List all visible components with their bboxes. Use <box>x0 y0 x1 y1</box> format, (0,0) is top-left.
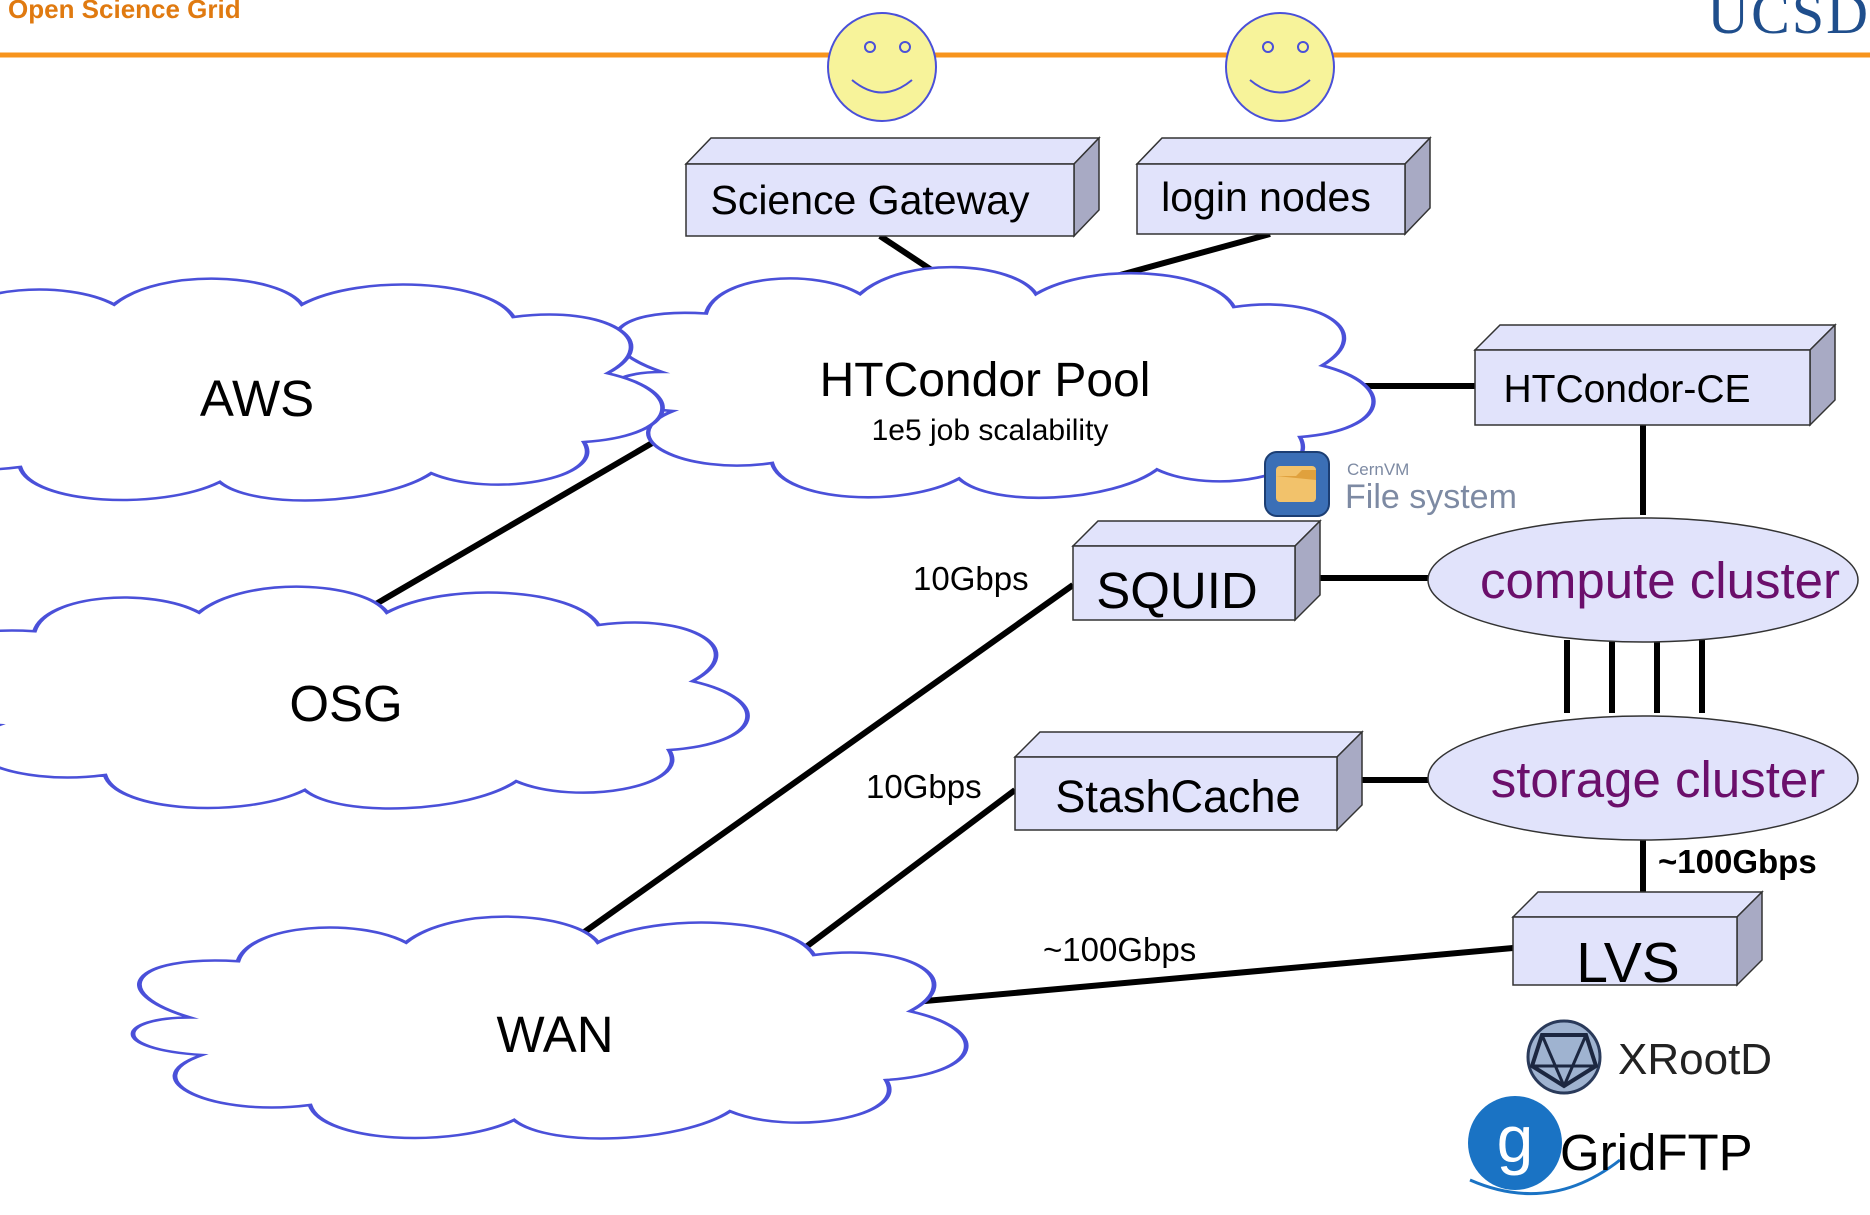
box-login-nodes: login nodes <box>1135 136 1432 236</box>
htcondor-ce-label: HTCondor-CE <box>1503 368 1750 411</box>
user-smiley-2 <box>1225 12 1335 122</box>
org-logo-text: Open Science Grid <box>8 0 241 24</box>
htcondor-pool-subtitle: 1e5 job scalability <box>872 414 1109 447</box>
compute-cluster: compute cluster <box>1427 517 1859 643</box>
bandwidth-storage-lvs: ~100Gbps <box>1658 843 1817 880</box>
htcondor-pool-title: HTCondor Pool <box>820 354 1151 407</box>
globus-g-icon <box>1468 1096 1562 1190</box>
box-lvs: LVS <box>1511 890 1764 995</box>
wan-label: WAN <box>496 1006 613 1063</box>
compute-cluster-label: compute cluster <box>1480 552 1840 609</box>
svg-text:g: g <box>1497 1102 1534 1176</box>
lvs-label: LVS <box>1576 931 1680 995</box>
xrootd-logo: XRootD <box>1526 1019 1772 1095</box>
cloud-htcondor-pool: HTCondor Pool 1e5 job scalability <box>610 267 1374 498</box>
link-squid-wan <box>550 582 1075 958</box>
box-squid: SQUID <box>1071 519 1322 622</box>
bandwidth-squid-wan: 10Gbps <box>913 560 1029 597</box>
xrootd-text: XRootD <box>1618 1035 1772 1084</box>
gridftp-logo: g GridFTP <box>1468 1096 1753 1196</box>
bandwidth-lvs-wan: ~100Gbps <box>1043 931 1196 968</box>
aws-label: AWS <box>200 370 314 427</box>
gridftp-text: GridFTP <box>1560 1124 1753 1181</box>
box-science-gateway: Science Gateway <box>684 136 1101 238</box>
login-nodes-label: login nodes <box>1161 174 1371 220</box>
xrootd-globe-icon <box>1526 1019 1602 1095</box>
cloud-aws: AWS <box>0 279 663 501</box>
smiley-face-icon <box>1225 12 1335 122</box>
storage-cluster-label: storage cluster <box>1491 751 1826 808</box>
osg-label: OSG <box>289 675 402 732</box>
cvmfs-small-text: CernVM <box>1347 460 1409 479</box>
cloud-osg: OSG <box>0 587 748 809</box>
ucsd-logo-text: UCSD <box>1707 0 1870 46</box>
box-stashcache: StashCache <box>1013 730 1364 832</box>
box-htcondor-ce: HTCondor-CE <box>1473 323 1837 427</box>
cvmfs-large-text: File system <box>1345 478 1517 516</box>
science-gateway-label: Science Gateway <box>710 177 1030 223</box>
user-smiley-1 <box>827 12 937 122</box>
storage-cluster: storage cluster <box>1427 715 1859 841</box>
cvmfs-logo: CernVM File system <box>1264 451 1517 517</box>
smiley-face-icon <box>827 12 937 122</box>
bandwidth-stash-wan: 10Gbps <box>866 768 982 805</box>
stashcache-label: StashCache <box>1055 771 1300 822</box>
cloud-wan: WAN <box>133 917 966 1139</box>
squid-label: SQUID <box>1096 562 1258 619</box>
